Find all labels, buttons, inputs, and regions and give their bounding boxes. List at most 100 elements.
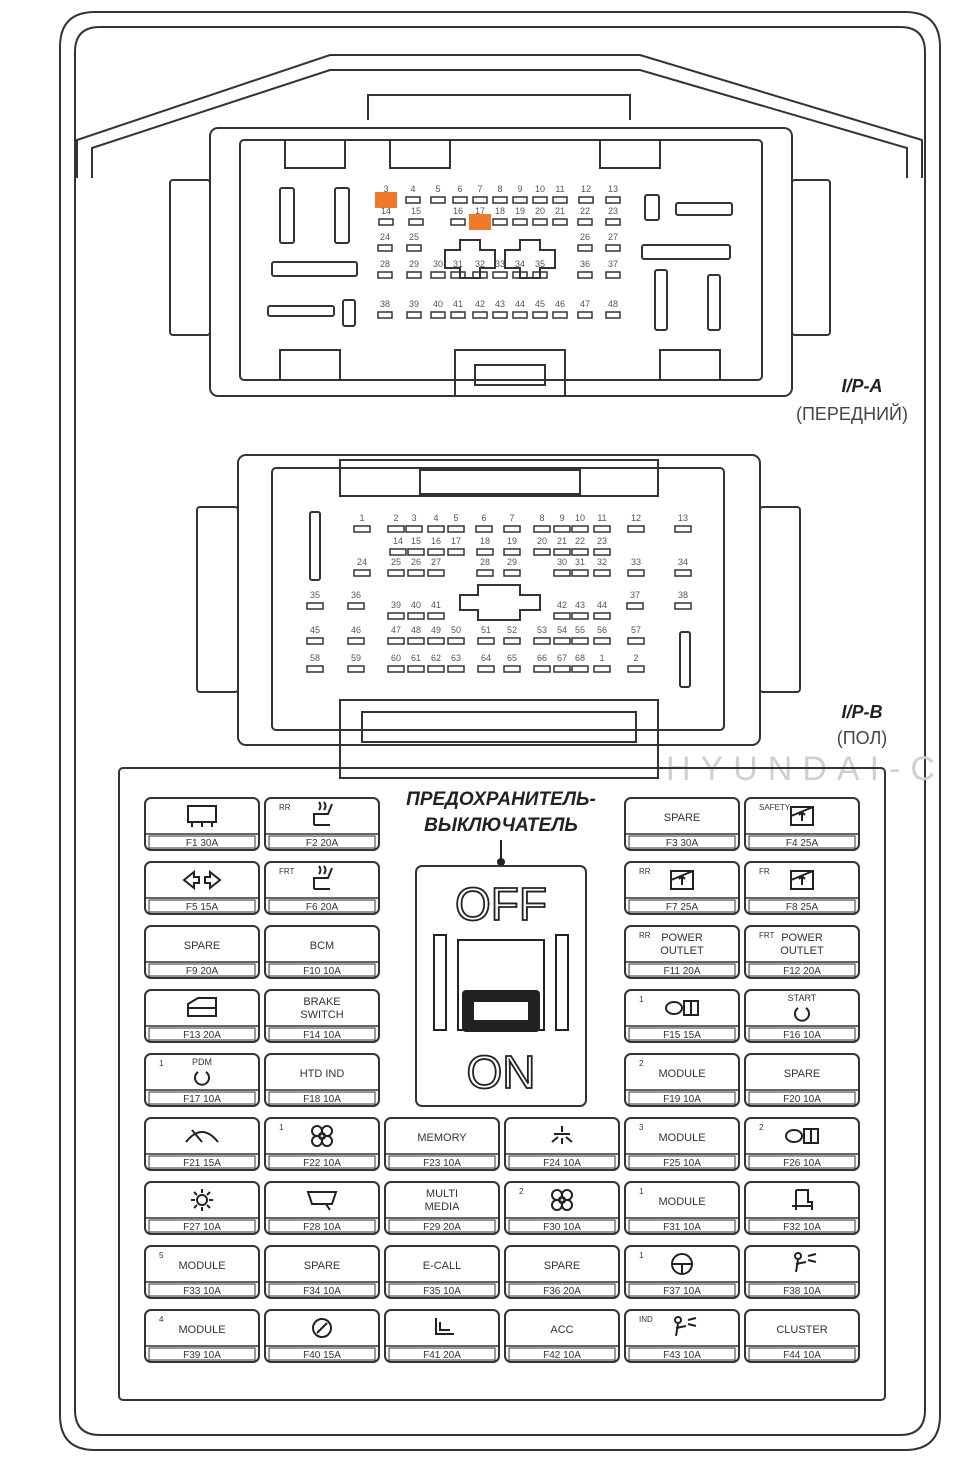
ipa-pin-cavity bbox=[472, 311, 488, 319]
ipb-pin-number: 29 bbox=[507, 557, 517, 567]
ipb-pin-number: 56 bbox=[597, 625, 607, 635]
fuse-rating: F7 25A bbox=[666, 902, 699, 913]
ipb-pin-cavity bbox=[427, 612, 445, 620]
ipb-pin-cavity bbox=[407, 612, 425, 620]
rear-defroster-icon bbox=[187, 805, 217, 827]
fuse-label: BRAKE bbox=[303, 996, 340, 1008]
ipb-pin-number: 9 bbox=[559, 513, 564, 523]
ipb-pin-cavity bbox=[674, 569, 692, 577]
ipa-pin-cavity bbox=[512, 271, 528, 279]
fuse-rating: F17 10A bbox=[183, 1094, 221, 1105]
fuse-f41[interactable]: F41 20A bbox=[384, 1309, 500, 1363]
fuse-f24[interactable]: F24 10A bbox=[504, 1117, 620, 1171]
ipa-pin-cavity bbox=[605, 311, 621, 319]
ipb-pin-cavity bbox=[553, 665, 571, 673]
ipb-pin-cavity bbox=[503, 525, 521, 533]
fuse-f27[interactable]: F27 10A bbox=[144, 1181, 260, 1235]
fuse-f21[interactable]: F21 15A bbox=[144, 1117, 260, 1171]
ipb-pin-cavity bbox=[533, 665, 551, 673]
ipb-pin-cavity bbox=[553, 637, 571, 645]
ipb-pin-number: 44 bbox=[597, 600, 607, 610]
ipb-pin-cavity bbox=[533, 525, 551, 533]
ipa-pin-number: 13 bbox=[608, 184, 618, 194]
ipa-pin-number: 12 bbox=[581, 184, 591, 194]
fuse-rating: F23 10A bbox=[423, 1158, 461, 1169]
fuse-f1[interactable]: F1 30A bbox=[144, 797, 260, 851]
fuse-rating: F3 30A bbox=[666, 838, 699, 849]
fuse-tag: 2 bbox=[519, 1187, 524, 1196]
fuse-rating: F24 10A bbox=[543, 1158, 581, 1169]
fuse-switch[interactable]: ПРЕДОХРАНИТЕЛЬ- ВЫКЛЮЧАТЕЛЬ OFF ON bbox=[406, 789, 596, 1107]
ipb-pin-number: 20 bbox=[537, 536, 547, 546]
cigar-icon bbox=[312, 1318, 332, 1338]
ipa-pin-number: 39 bbox=[409, 299, 419, 309]
fuse-rating: F15 15A bbox=[663, 1030, 701, 1041]
ipb-pin-number: 62 bbox=[431, 653, 441, 663]
fuse-f40[interactable]: F40 15A bbox=[264, 1309, 380, 1363]
ipa-pin-cavity bbox=[492, 218, 508, 226]
ipb-pin-cavity bbox=[674, 602, 692, 610]
ipb-sublabel: (ПОЛ) bbox=[837, 728, 888, 748]
fuse-rating: F31 10A bbox=[663, 1222, 701, 1233]
fuse-f38[interactable]: F38 10A bbox=[744, 1245, 860, 1299]
fuse-label: SPARE bbox=[304, 1260, 340, 1272]
fuse-rating: F10 10A bbox=[303, 966, 341, 977]
fuse-rating: F32 10A bbox=[783, 1222, 821, 1233]
fuse-f5[interactable]: F5 15A bbox=[144, 861, 260, 915]
ipb-pin-number: 37 bbox=[630, 590, 640, 600]
ipb-pin-cavity bbox=[447, 665, 465, 673]
ipa-pin-cavity bbox=[378, 218, 394, 226]
ipa-pin-cavity bbox=[512, 311, 528, 319]
fuse-f13[interactable]: F13 20A bbox=[144, 989, 260, 1043]
ipa-pin-number: 24 bbox=[380, 232, 390, 242]
sunroof-icon bbox=[191, 1189, 213, 1211]
ipb-pin-cavity bbox=[347, 637, 365, 645]
fuse-f28[interactable]: F28 10A bbox=[264, 1181, 380, 1235]
ipa-pin-number: 41 bbox=[453, 299, 463, 309]
fuse-f32[interactable]: F32 10A bbox=[744, 1181, 860, 1235]
ipb-pin-cavity bbox=[533, 637, 551, 645]
ipa-pin-cavity bbox=[552, 218, 568, 226]
ipb-pin-cavity bbox=[553, 525, 571, 533]
ipb-pin-number: 6 bbox=[481, 513, 486, 523]
fuse-rating: F13 20A bbox=[183, 1030, 221, 1041]
ipb-pin-number: 23 bbox=[597, 536, 607, 546]
ipa-pin-number: 35 bbox=[535, 259, 545, 269]
ipb-pin-cavity bbox=[427, 548, 445, 556]
